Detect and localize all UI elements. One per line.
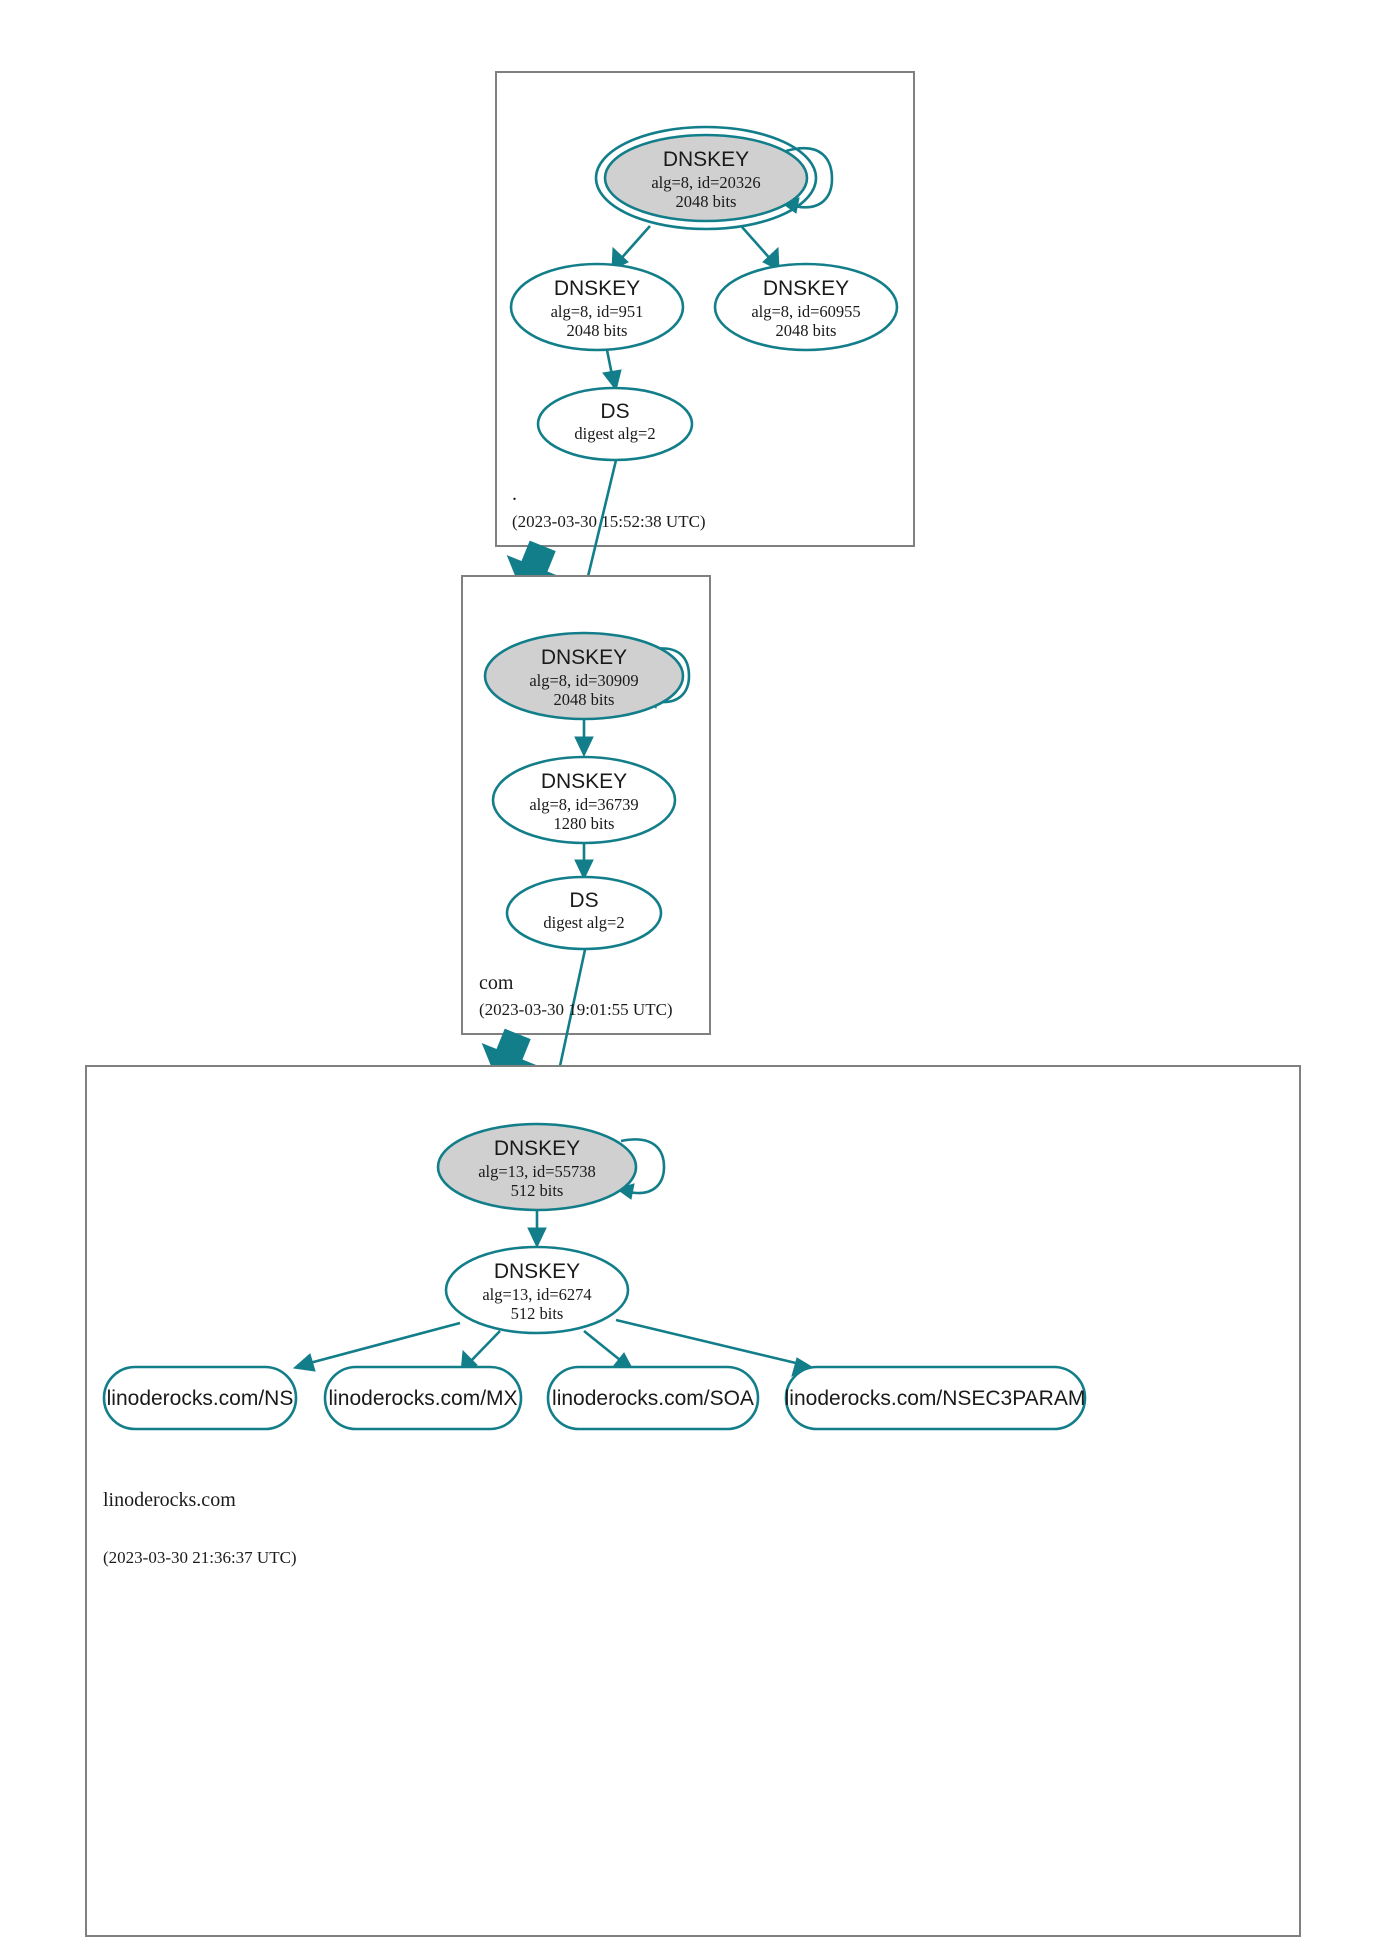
node-root-ksk[interactable] (603, 133, 809, 223)
node-rr-soa[interactable] (546, 1365, 760, 1431)
node-ln-ksk-line2: alg=13, id=55738 (478, 1162, 596, 1181)
edge-self-loop-ln-ksk (620, 1138, 666, 1195)
edge-root-ksk-to-root-key3 (741, 226, 774, 263)
node-rr-ns[interactable] (102, 1365, 298, 1431)
zone-timestamp-root: (2023-03-30 15:52:38 UTC) (512, 512, 706, 531)
zone-timestamp-com: (2023-03-30 19:01:55 UTC) (479, 1000, 673, 1019)
node-rr-soa-label: linoderocks.com/SOA (552, 1387, 754, 1410)
edge-ln-zsk-to-rr-soa (583, 1329, 626, 1366)
node-rr-mx-label: linoderocks.com/MX (328, 1387, 517, 1410)
arrowhead-com-zsk-to-ds-linoderocks (574, 859, 594, 881)
node-root-zsk-line3: 2048 bits (567, 321, 628, 340)
node-com-zsk-line3: 1280 bits (554, 814, 615, 833)
node-rr-nsec3param-label: linoderocks.com/NSEC3PARAM (785, 1387, 1086, 1410)
node-com-ds-linoderocks-title: DS (569, 889, 598, 912)
zone-label-linoderocks: linoderocks.com (103, 1489, 236, 1511)
node-ln-ksk-line3: 512 bits (511, 1181, 564, 1200)
node-com-ds-linoderocks[interactable] (505, 875, 663, 951)
zone-label-com: com (479, 972, 514, 994)
edge-ln-zsk-to-rr-ns (305, 1321, 461, 1366)
node-com-ksk-line3: 2048 bits (554, 690, 615, 709)
node-com-ksk-line2: alg=8, id=30909 (529, 671, 638, 690)
node-rr-nsec3param[interactable] (784, 1365, 1087, 1431)
node-root-zsk-title: DNSKEY (554, 277, 640, 300)
edge-self-loop-root-ksk (785, 147, 834, 209)
node-com-ksk-title: DNSKEY (541, 646, 627, 669)
node-root-ksk-line3: 2048 bits (676, 192, 737, 211)
node-com-ds-linoderocks-line2: digest alg=2 (543, 913, 624, 932)
node-rr-ns-label: linoderocks.com/NS (107, 1387, 294, 1410)
node-root-zsk-line2: alg=8, id=951 (551, 302, 644, 321)
node-root-ksk-trust-anchor-ring (594, 125, 818, 231)
node-ln-zsk-title: DNSKEY (494, 1260, 580, 1283)
edge-self-loop-com-ksk (647, 647, 691, 704)
node-com-zsk[interactable] (491, 755, 677, 845)
edge-root-ksk-to-root-zsk (617, 225, 651, 263)
node-root-ds-com[interactable] (536, 386, 694, 462)
zone-label-root: . (512, 483, 517, 505)
arrowhead-ln-ksk-to-ln-zsk (527, 1227, 547, 1249)
node-root-key3-line2: alg=8, id=60955 (751, 302, 860, 321)
node-ln-ksk-title: DNSKEY (494, 1137, 580, 1160)
node-ln-zsk[interactable] (444, 1245, 630, 1335)
node-com-zsk-title: DNSKEY (541, 770, 627, 793)
node-ln-ksk[interactable] (436, 1122, 638, 1212)
node-root-key3-title: DNSKEY (763, 277, 849, 300)
arrowhead-root-zsk-to-ds-com (602, 369, 622, 392)
zone-timestamp-linoderocks: (2023-03-30 21:36:37 UTC) (103, 1548, 297, 1567)
zone-box-linoderocks (85, 1065, 1301, 1937)
node-com-ksk[interactable] (483, 631, 685, 721)
arrowhead-ln-zsk-to-rr-ns (292, 1353, 316, 1372)
edge-ln-zsk-to-rr-nsec3param (615, 1318, 801, 1366)
node-root-key3[interactable] (713, 262, 899, 352)
node-ln-zsk-line3: 512 bits (511, 1304, 564, 1323)
node-root-ksk-title: DNSKEY (663, 148, 749, 171)
node-com-zsk-line2: alg=8, id=36739 (529, 795, 638, 814)
node-root-ksk-line2: alg=8, id=20326 (651, 173, 760, 192)
node-root-key3-line3: 2048 bits (776, 321, 837, 340)
node-rr-mx[interactable] (323, 1365, 523, 1431)
edge-ln-zsk-to-rr-mx (467, 1330, 501, 1365)
node-root-ds-com-title: DS (600, 400, 629, 423)
node-root-ds-com-line2: digest alg=2 (574, 424, 655, 443)
node-root-zsk[interactable] (509, 262, 685, 352)
arrowhead-com-ksk-to-com-zsk (574, 736, 594, 758)
node-ln-zsk-line2: alg=13, id=6274 (482, 1285, 591, 1304)
